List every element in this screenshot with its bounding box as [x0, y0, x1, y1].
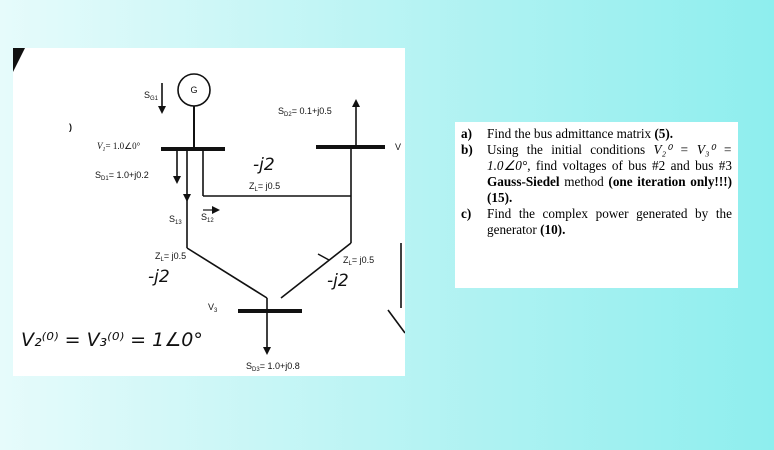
question-b-letter: b): [461, 142, 473, 157]
zl-top-label: ZL= j0.5: [249, 181, 280, 193]
v3-label: V3: [208, 302, 218, 314]
handwritten-j2-right: -j2: [327, 271, 349, 291]
zl-left-label: ZL= j0.5: [155, 251, 186, 263]
corner-mark: [13, 48, 25, 72]
handwritten-initial-conditions: V₂⁽⁰⁾ = V₃⁽⁰⁾ = 1∠0°: [21, 329, 203, 351]
initial-condition-equation: V₂⁰ = V₃⁰ = 1.0∠0°: [487, 142, 732, 173]
question-b-text: Using the initial conditions V₂⁰ = V₃⁰ =…: [487, 142, 732, 205]
one-line-diagram: G SG1 ) V1= 1.0∠0° SD1= 1.0+j0.2 S13 S12…: [13, 48, 405, 373]
question-c-letter: c): [461, 206, 472, 221]
generator-label: G: [190, 85, 197, 95]
line-1-3-slant: [186, 247, 268, 299]
question-a-letter: a): [461, 126, 472, 141]
sd3-label: SD3= 1.0+j0.8: [246, 361, 300, 373]
sd1-label: SD1= 1.0+j0.2: [95, 170, 149, 182]
question-c: c) Find the complex power generated by t…: [461, 206, 732, 238]
s13-label: S13: [169, 214, 182, 226]
sd2-label: SD2= 0.1+j0.5: [278, 106, 332, 118]
sg1-label: SG1: [144, 90, 159, 102]
s12-label: S12: [201, 212, 214, 224]
paren-mark: ): [69, 122, 72, 132]
line-2-3-tick: [317, 253, 330, 261]
question-b: b) Using the initial conditions V₂⁰ = V₃…: [461, 142, 732, 206]
power-system-diagram: G SG1 ) V1= 1.0∠0° SD1= 1.0+j0.2 S13 S12…: [13, 48, 405, 376]
v2-label: V: [395, 142, 401, 152]
question-c-text: Find the complex power generated by the …: [487, 206, 732, 237]
handwritten-j2-top: -j2: [253, 155, 275, 175]
zl-right-label: ZL= j0.5: [343, 255, 374, 267]
question-a: a) Find the bus admittance matrix (5).: [461, 126, 732, 142]
v1-label: V1= 1.0∠0°: [97, 141, 141, 153]
question-panel: a) Find the bus admittance matrix (5). b…: [455, 122, 738, 288]
handwritten-j2-left: -j2: [148, 267, 170, 287]
edge-line-slant: [387, 309, 405, 334]
question-a-text: Find the bus admittance matrix (5).: [487, 126, 674, 141]
line-2-3-slant: [280, 242, 352, 299]
